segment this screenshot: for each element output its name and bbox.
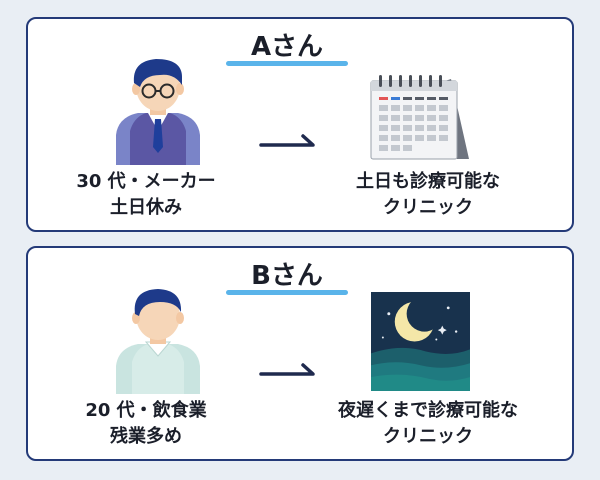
title-underline xyxy=(226,290,348,295)
case-card-a: Aさん 30 代・メーカー 土日休み xyxy=(26,17,574,232)
description-line: 30 代・メーカー xyxy=(76,171,216,192)
clinic-result-a: 土日も診療可能な クリニック xyxy=(328,169,528,221)
night-moon-icon xyxy=(371,292,470,391)
clinic-result-b: 夜遅くまで診療可能な クリニック xyxy=(308,398,548,450)
result-line: 夜遅くまで診療可能な xyxy=(338,400,518,421)
worker-icon xyxy=(116,289,200,394)
description-line: 残業多め xyxy=(110,426,182,447)
result-line: クリニック xyxy=(383,426,473,447)
title-underline xyxy=(226,61,348,66)
person-title-a: Aさん xyxy=(250,32,324,62)
description-line: 20 代・飲食業 xyxy=(85,400,207,421)
person-description-a: 30 代・メーカー 土日休み xyxy=(56,169,236,221)
arrow-right-icon xyxy=(259,363,315,376)
result-line: 土日も診療可能な xyxy=(356,171,500,192)
result-line: クリニック xyxy=(383,197,473,218)
person-title-b: Bさん xyxy=(251,261,323,291)
arrow-right-icon xyxy=(259,134,315,147)
description-line: 土日休み xyxy=(110,197,182,218)
person-description-b: 20 代・飲食業 残業多め xyxy=(56,398,236,450)
case-card-b: Bさん 20 代・飲食業 残業多め xyxy=(26,246,574,461)
desk-calendar-icon xyxy=(370,75,469,160)
office-worker-icon xyxy=(116,59,200,165)
